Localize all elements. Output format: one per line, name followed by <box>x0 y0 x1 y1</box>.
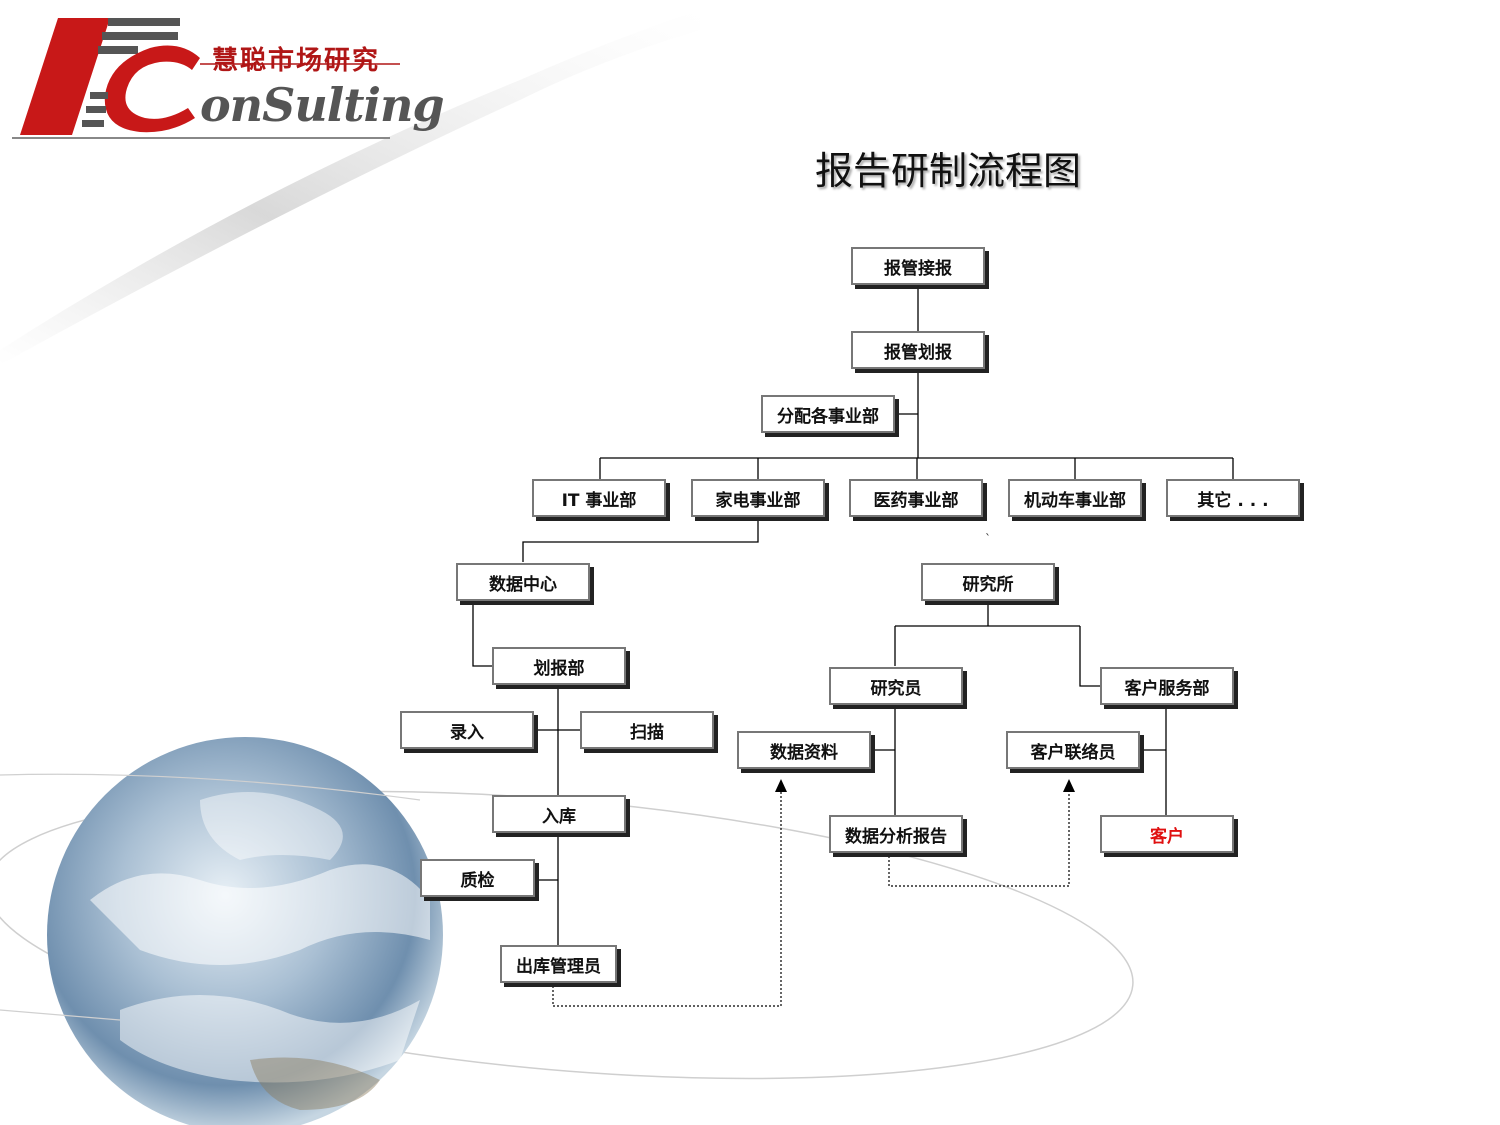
logo-chinese-text: 慧聪市场研究 <box>212 46 381 76</box>
node-allocation-dept: 划报部 <box>492 647 626 685</box>
swoosh-decoration <box>0 10 700 365</box>
arrow-head-icon <box>775 779 787 792</box>
globe-image <box>47 737 443 1125</box>
node-outbound-manager: 出库管理员 <box>500 945 617 983</box>
node-assign-divisions: 分配各事业部 <box>761 395 895 433</box>
page-title: 报告研制流程图 <box>815 149 1082 193</box>
node-scanning: 扫描 <box>580 711 714 749</box>
arrow-head-icon <box>1063 779 1075 792</box>
node-quality-check: 质检 <box>420 859 535 897</box>
node-appliance-division: 家电事业部 <box>691 479 825 517</box>
node-medicine-division: 医药事业部 <box>849 479 983 517</box>
node-data-entry: 录入 <box>400 711 534 749</box>
node-baoguan-huabao: 报管划报 <box>851 331 985 369</box>
node-warehousing: 入库 <box>492 795 626 833</box>
node-data-analysis-report: 数据分析报告 <box>829 815 963 853</box>
node-it-division: IT 事业部 <box>532 479 666 517</box>
node-customer-service: 客户服务部 <box>1100 667 1234 705</box>
logo-mark <box>12 18 400 139</box>
node-client-liaison: 客户联络员 <box>1006 731 1140 769</box>
node-other-division: 其它 . . . <box>1166 479 1300 517</box>
stray-mark: ` <box>985 532 991 546</box>
node-data-materials: 数据资料 <box>737 731 871 769</box>
node-data-center: 数据中心 <box>456 563 590 601</box>
node-client: 客户 <box>1100 815 1234 853</box>
node-baoguan-jiebao: 报管接报 <box>851 247 985 285</box>
dotted-arrows <box>552 788 1070 1007</box>
node-researcher: 研究员 <box>829 667 963 705</box>
node-research-institute: 研究所 <box>921 563 1055 601</box>
node-vehicle-division: 机动车事业部 <box>1008 479 1142 517</box>
logo-english-text: onSulting <box>200 78 445 132</box>
